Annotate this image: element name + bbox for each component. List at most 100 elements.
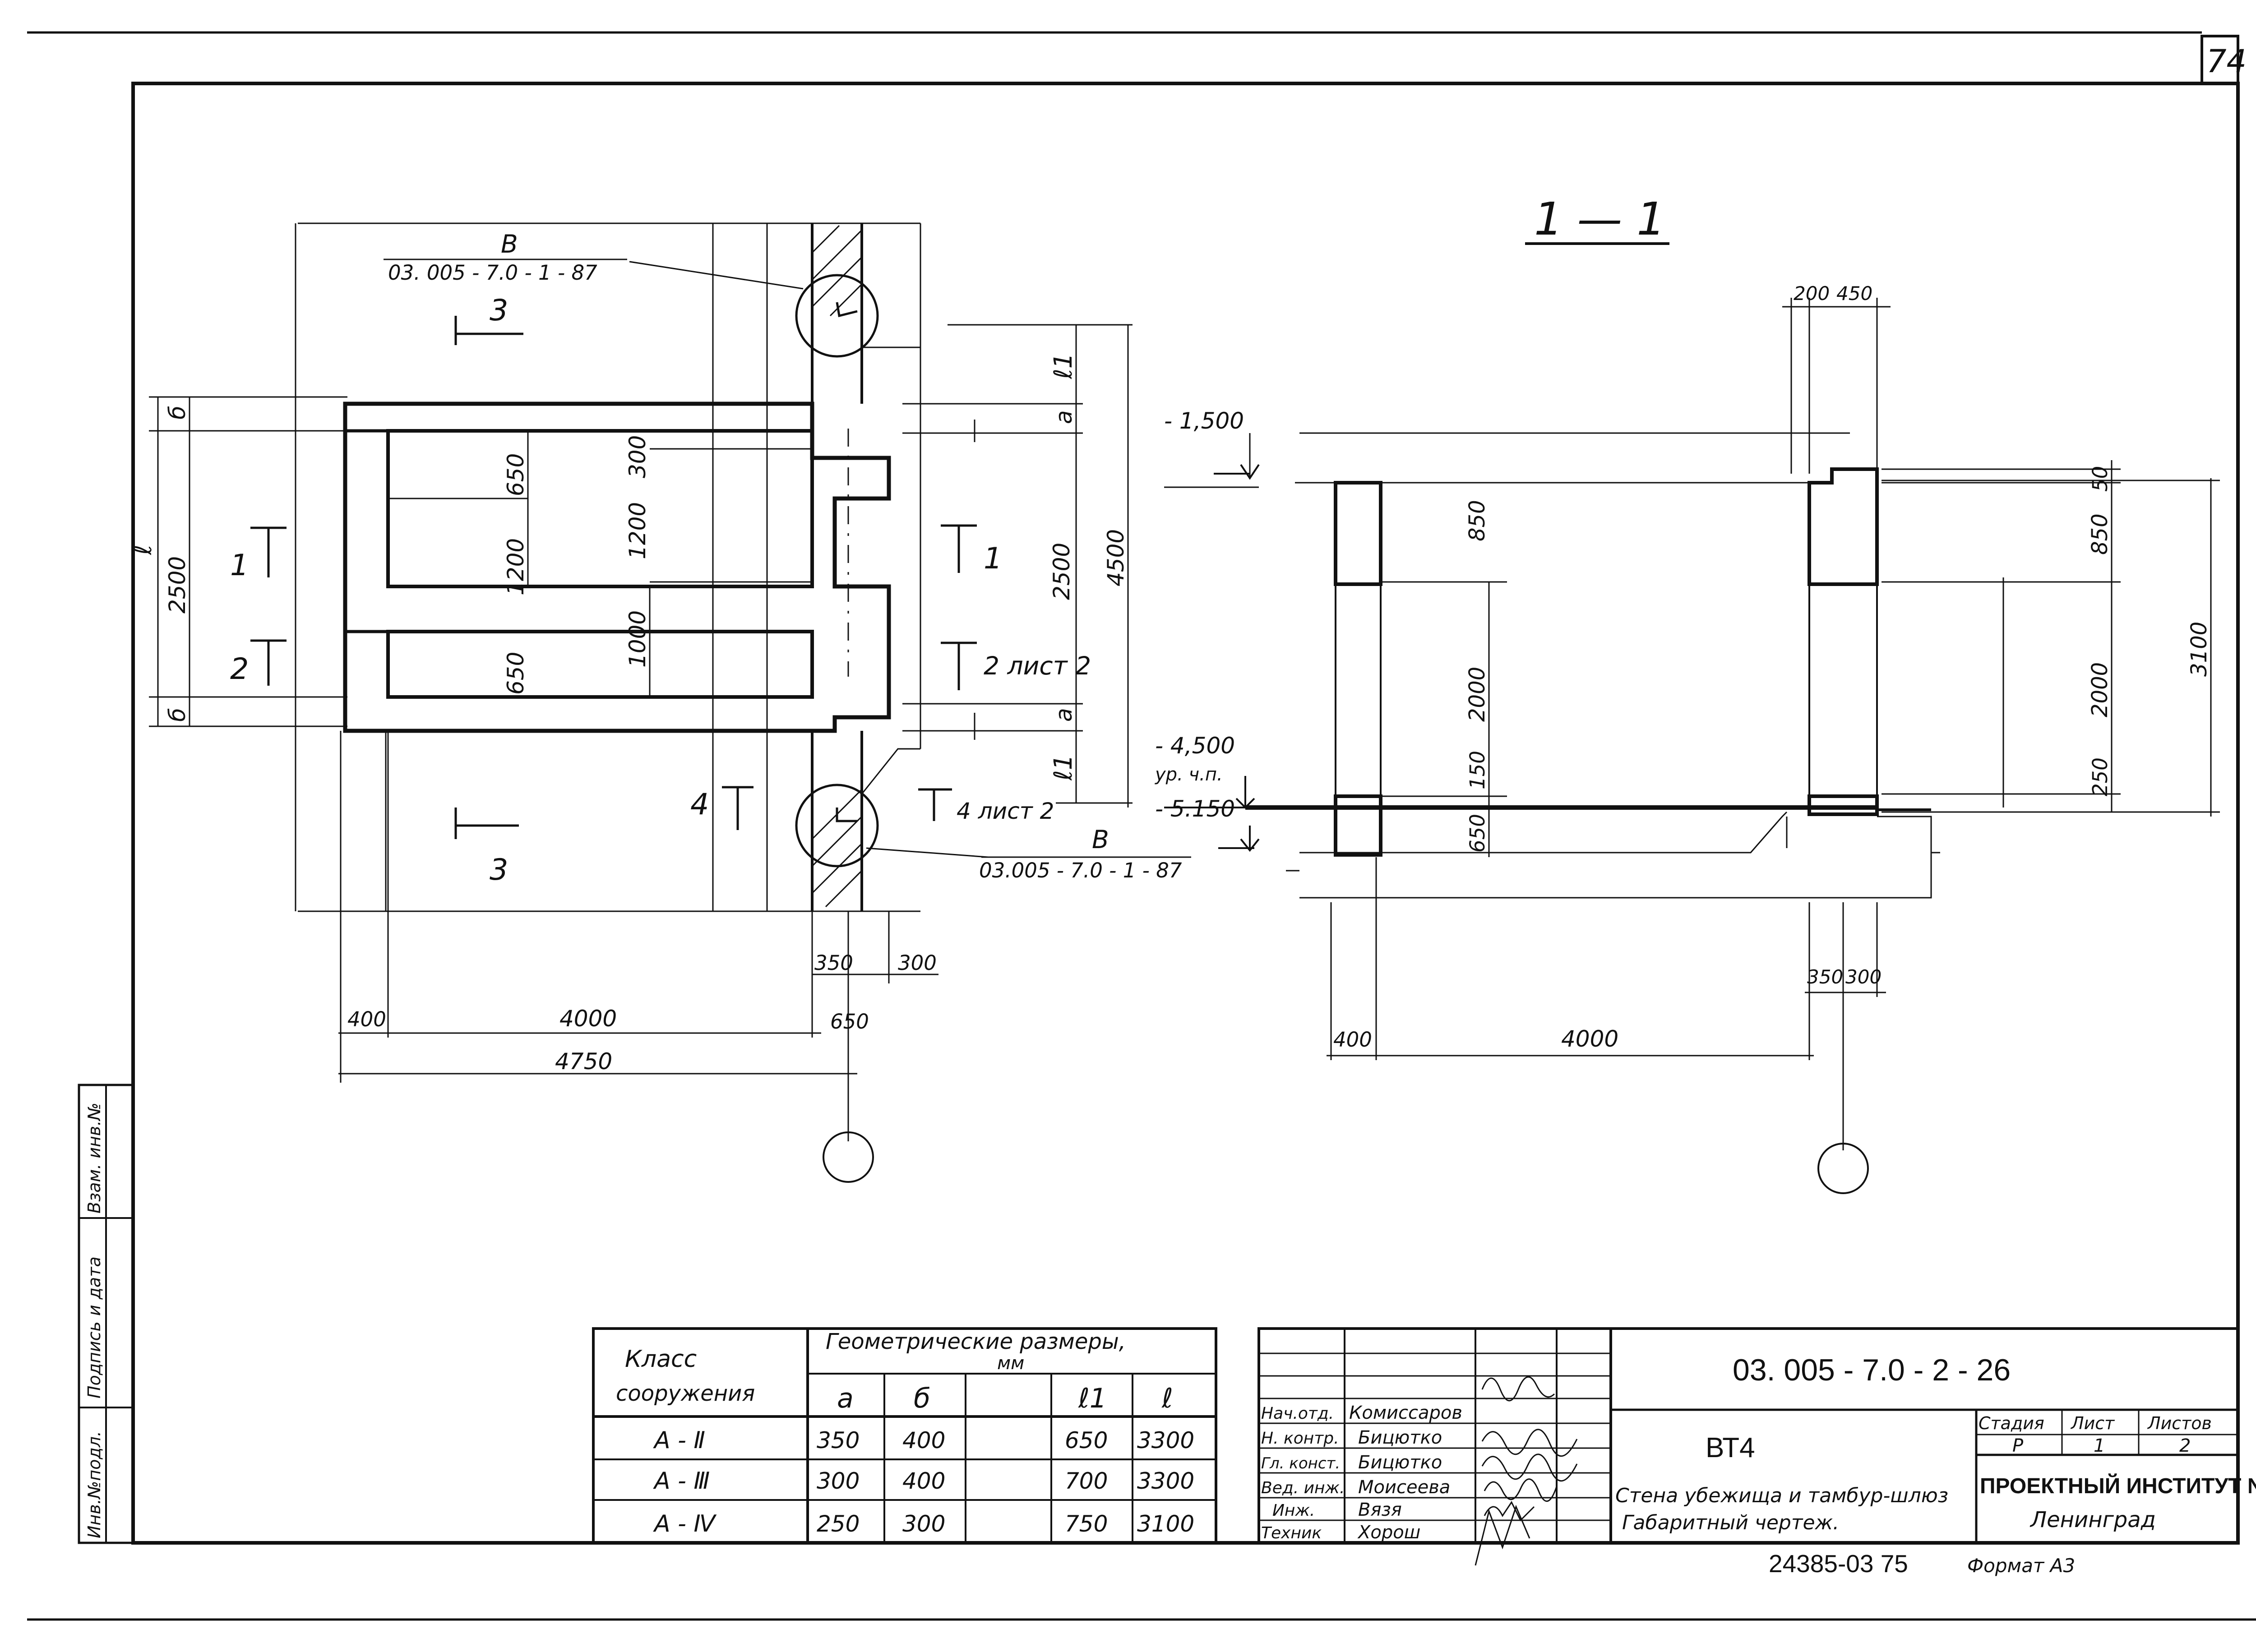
row2-class: А - Ⅲ (653, 1467, 710, 1495)
dim-l1-top: ℓ1 (1049, 353, 1077, 379)
cut-2-right: 2 лист 2 (984, 651, 1091, 680)
cut-1-left: 1 (230, 549, 249, 582)
name-0: Комиссаров (1349, 1403, 1462, 1423)
left-stamp: Инв.№подл. Подпись и дата Взам. инв.№ (78, 1084, 134, 1544)
th-a: а (837, 1383, 854, 1414)
role-0: Нач.отд. (1261, 1404, 1334, 1423)
signatures (1475, 1376, 1578, 1566)
sheet-value: 1 (2094, 1435, 2105, 1456)
dim-b-top: б (164, 406, 190, 420)
sheet-number: 74 (2206, 43, 2247, 80)
section-title: 1 — 1 (1534, 193, 1665, 245)
plan-labels: В 03. 005 - 7.0 - 1 - 87 В 03.005 - 7.0 … (128, 230, 1182, 1075)
level-mid: - 4,500 (1155, 733, 1235, 759)
row1-l: 3300 (1137, 1427, 1194, 1454)
row3-b: 300 (902, 1511, 945, 1537)
dim-50: 50 (2088, 466, 2112, 492)
table-text: Класс сооружения Геометрические размеры,… (616, 1329, 1194, 1537)
dim-2500-left: 2500 (164, 556, 190, 614)
role-5: Техник (1261, 1524, 1322, 1542)
th-l: ℓ (1161, 1383, 1173, 1414)
callout-letter-bottom: В (1092, 825, 1109, 854)
role-2: Гл. конст. (1261, 1454, 1340, 1472)
level-mid-sub: ур. ч.п. (1155, 764, 1223, 785)
dim-l: ℓ (128, 545, 157, 555)
dim-a-top: а (1051, 410, 1077, 424)
dim-b-bottom: б (164, 708, 190, 722)
title-block-text: Нач.отд. Н. контр. Гл. конст. Вед. инж. … (1261, 1353, 2256, 1566)
th-b: б (914, 1383, 930, 1414)
org-name: ПРОЕКТНЫЙ ИНСТИТУТ №1 (1980, 1473, 2256, 1498)
sheets-label: Листов (2147, 1413, 2212, 1433)
stamp-replace-label: Взам. инв.№ (84, 1103, 104, 1214)
cut-3-bottom: 3 (490, 853, 508, 887)
dim-650-section: 650 (1465, 814, 1489, 853)
dim-300: 300 (624, 435, 651, 478)
level-top: - 1,500 (1164, 408, 1244, 434)
stage-label: Стадия (1979, 1413, 2044, 1433)
org-city: Ленинград (2029, 1507, 2156, 1532)
dim-350: 350 (814, 951, 853, 975)
cut-4-left: 4 (690, 788, 709, 821)
dim-1000: 1000 (624, 610, 651, 668)
dim-850-right: 850 (2087, 513, 2113, 555)
dim-1200-b: 1200 (624, 502, 651, 559)
dim-850-left: 850 (1465, 500, 1490, 541)
dim-400-section: 400 (1333, 1028, 1372, 1052)
drawing-code: 03. 005 - 7.0 - 2 - 26 (1733, 1353, 2011, 1387)
drawing-mark: ВТ4 (1706, 1432, 1755, 1463)
dim-200: 200 (1794, 282, 1830, 305)
name-4: Вязя (1358, 1500, 1402, 1520)
sheet-number-box (2201, 35, 2239, 85)
callout-ref: 03. 005 - 7.0 - 1 - 87 (388, 261, 597, 285)
dim-4500: 4500 (1103, 529, 1129, 586)
row2-a: 300 (817, 1468, 860, 1494)
cut-2-left: 2 (230, 652, 249, 686)
plan-view (149, 222, 1191, 1183)
stamp-sign-label: Подпись и дата (84, 1256, 104, 1398)
cut-1-right: 1 (984, 542, 1002, 576)
format-label: Формат А3 (1967, 1555, 2075, 1577)
role-3: Вед. инж. (1261, 1479, 1345, 1497)
dim-4750: 4750 (555, 1048, 612, 1075)
name-3: Моисеева (1358, 1477, 1450, 1498)
dim-350-section: 350 (1807, 966, 1843, 988)
dim-450: 450 (1836, 282, 1872, 305)
name-1: Бицютко (1358, 1427, 1442, 1448)
role-1: Н. контр. (1261, 1429, 1339, 1448)
row2-l1: 700 (1065, 1468, 1108, 1494)
section-view (1164, 298, 2220, 1194)
dim-650-axis: 650 (830, 1010, 869, 1034)
dim-2500-right: 2500 (1049, 543, 1075, 600)
dim-3100: 3100 (2187, 622, 2212, 677)
dim-400: 400 (347, 1007, 386, 1031)
level-bot: - 5.150 (1155, 796, 1235, 822)
row3-a: 250 (817, 1511, 860, 1537)
dim-l1-bottom: ℓ1 (1049, 754, 1077, 781)
row1-l1: 650 (1065, 1427, 1108, 1454)
drawing-desc-1: Стена убежища и тамбур-шлюз (1615, 1484, 1948, 1507)
name-2: Бицютко (1358, 1452, 1442, 1473)
dim-150: 150 (1465, 751, 1489, 789)
dim-250: 250 (2088, 757, 2112, 796)
row1-class: А - Ⅱ (653, 1427, 705, 1454)
th-geom: Геометрические размеры, (826, 1329, 1126, 1354)
dim-2000-left: 2000 (1465, 667, 1490, 722)
row3-l1: 750 (1065, 1511, 1108, 1537)
row2-b: 400 (902, 1468, 945, 1494)
row3-class: А - Ⅳ (653, 1510, 717, 1537)
dim-650-bottom: 650 (503, 652, 529, 695)
dim-2000-right: 2000 (2087, 662, 2113, 717)
role-4: Инж. (1272, 1501, 1315, 1520)
name-5: Хорош (1357, 1522, 1420, 1543)
dim-650-top: 650 (503, 453, 529, 496)
cut-4-right: 4 лист 2 (957, 798, 1054, 824)
row1-a: 350 (817, 1427, 860, 1454)
section-labels: - 1,500 - 4,500 ур. ч.п. - 5.150 850 200… (1155, 282, 2212, 1052)
dim-4000-section: 4000 (1561, 1026, 1618, 1052)
drawing-desc-2: Габаритный чертеж. (1622, 1511, 1839, 1534)
dim-300-bottom: 300 (898, 951, 937, 975)
dim-300-section: 300 (1845, 966, 1882, 988)
sheets-value: 2 (2179, 1435, 2191, 1456)
